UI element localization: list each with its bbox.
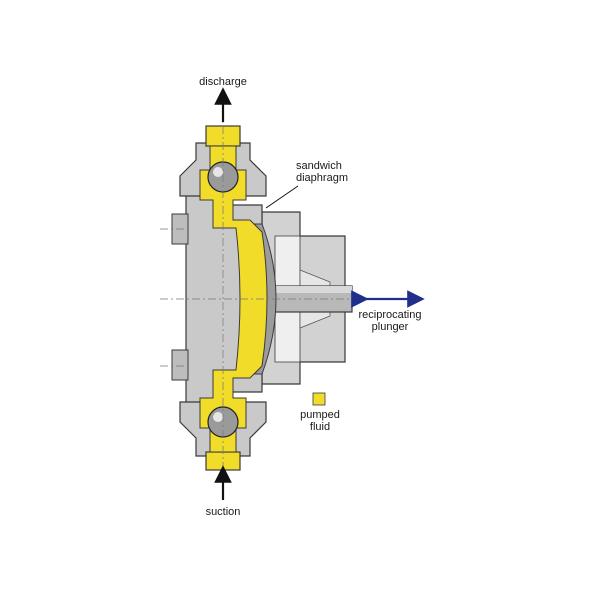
diaphragm-label: sandwich diaphragm — [296, 160, 348, 184]
diaphragm-label-line1: sandwich — [296, 160, 342, 172]
fluid-label-line2: fluid — [309, 421, 331, 433]
diaphragm-leader-line — [265, 185, 299, 209]
plunger-label-line2: plunger — [371, 321, 409, 333]
fluid-label-line1: pumped — [300, 409, 340, 421]
plunger-label: reciprocating plunger — [350, 309, 430, 333]
discharge-label: discharge — [199, 76, 247, 88]
diaphragm-label-line2: diaphragm — [296, 172, 348, 184]
fluid-label: pumped fluid — [295, 409, 345, 433]
plunger-label-line1: reciprocating — [358, 309, 422, 321]
centerlines — [160, 110, 360, 490]
suction-label: suction — [205, 506, 241, 518]
fluid-legend-swatch — [312, 392, 326, 406]
